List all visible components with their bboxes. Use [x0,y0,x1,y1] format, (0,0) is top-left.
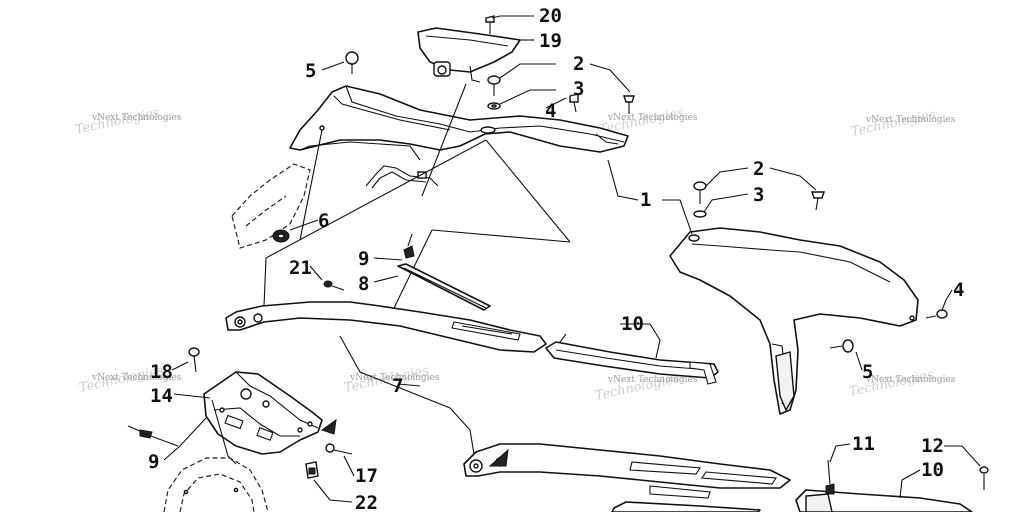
screw-2-top-right [623,95,635,114]
callout-18: 18 [150,361,173,383]
callout-21: 21 [289,257,312,279]
screw-5-top [345,51,359,74]
callout-9-top: 9 [358,248,369,270]
clip-22 [305,461,319,479]
washer-3-right [693,210,707,218]
callout-2-top: 2 [573,53,584,75]
upper-rail [225,301,547,353]
callout-20: 20 [539,5,562,27]
bolt-17 [325,443,353,455]
screw-12 [979,466,989,490]
callout-7: 7 [392,375,403,397]
callout-3-right: 3 [753,184,764,206]
mount-plate-14 [203,371,323,455]
arrow-marker-left [320,418,337,435]
screw-4-top [569,93,579,113]
upper-console-panel [289,85,629,161]
leader-lines [139,15,981,503]
callout-9-bottom: 9 [148,451,159,473]
wiring-harness [365,165,439,189]
svg-text:vNext Technologies: vNext Technologies [607,113,698,123]
callout-11: 11 [852,433,875,455]
svg-text:vNext Technologies: vNext Technologies [349,373,440,383]
screw-20 [485,15,495,34]
callout-8: 8 [358,273,369,295]
screw-2-right [693,181,707,204]
lamp-assembly [417,27,521,83]
callout-4-top: 4 [545,100,556,122]
callout-3-top: 3 [573,78,584,100]
screw-21 [323,280,345,291]
callout-4-right: 4 [953,279,964,301]
callout-22: 22 [355,492,378,512]
callout-2-right: 2 [753,158,764,180]
screw-4-right [925,309,948,319]
dashed-outline-left [231,163,311,249]
washer-3-top [487,102,501,110]
callout-5-right: 5 [862,361,873,383]
screw-5-right [829,339,854,353]
callout-17: 17 [355,465,378,487]
bracket-10-bottom [795,459,973,512]
callouts: 20 19 5 2 3 4 1 2 3 6 9 21 8 10 4 5 18 1… [148,5,964,512]
screw-2-right-2 [811,191,825,211]
pin-9-top [403,233,415,259]
callout-10-bottom: 10 [921,459,944,481]
callout-19: 19 [539,30,562,52]
bracket-10-top [545,333,719,385]
callout-5-top: 5 [305,60,316,82]
right-side-panel [669,227,919,415]
screw-2-top [487,75,501,96]
svg-text:vNext Technologies: vNext Technologies [91,113,182,123]
screw-18 [188,347,200,373]
arrow-marker-right [488,448,509,467]
lower-rail [463,443,791,512]
callout-6: 6 [318,210,329,232]
nut-6 [272,229,290,243]
callout-1: 1 [640,189,651,211]
svg-text:vNext Technologies: vNext Technologies [607,375,698,385]
rod-8 [397,263,491,311]
callout-12: 12 [921,435,944,457]
callout-14: 14 [150,385,173,407]
svg-text:vNext Technologies: vNext Technologies [91,373,182,383]
dashed-frame-bottom [163,457,269,512]
callout-10-top: 10 [621,313,644,335]
svg-text:vNext Technologies: vNext Technologies [865,375,956,385]
svg-text:vNext Technologies: vNext Technologies [865,115,956,125]
watermark-1: Technologies vNext Technologies [74,105,182,138]
watermark-4: Technologies vNext Technologies [850,107,956,140]
